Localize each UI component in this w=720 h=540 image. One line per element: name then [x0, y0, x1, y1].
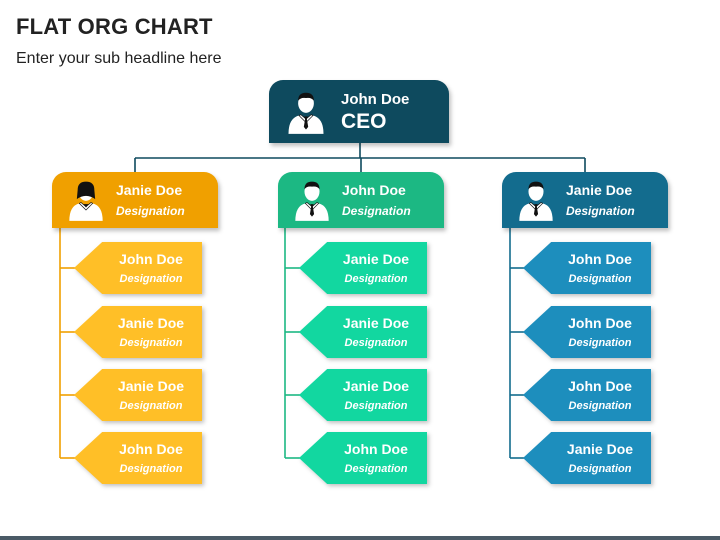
- female-person-icon: [66, 178, 106, 227]
- member-name: Janie Doe: [342, 378, 410, 394]
- ceo-box: John Doe CEO: [269, 80, 449, 143]
- member-designation: Designation: [119, 273, 183, 285]
- member-name: John Doe: [119, 441, 183, 457]
- member-designation: Designation: [119, 337, 183, 349]
- male-person-icon: [292, 178, 332, 227]
- male-person-icon: [285, 90, 327, 139]
- department-head-designation: Designation: [342, 204, 411, 218]
- member-designation: Designation: [344, 273, 408, 285]
- ceo-designation: CEO: [341, 110, 387, 133]
- member-designation: Designation: [119, 400, 183, 412]
- member-name: John Doe: [568, 315, 632, 331]
- member-designation: Designation: [568, 273, 632, 285]
- ceo-name: John Doe: [341, 91, 410, 108]
- bottom-bar: [0, 536, 720, 540]
- member-name: Janie Doe: [117, 315, 185, 331]
- member-designation: Designation: [119, 463, 183, 475]
- department-head-designation: Designation: [116, 204, 185, 218]
- page-subtitle: Enter your sub headline here: [16, 50, 222, 67]
- member-name: John Doe: [568, 251, 632, 267]
- member-designation: Designation: [344, 337, 408, 349]
- member-designation: Designation: [568, 400, 632, 412]
- member-name: Janie Doe: [566, 441, 634, 457]
- member-designation: Designation: [344, 400, 408, 412]
- member-designation: Designation: [568, 337, 632, 349]
- member-name: John Doe: [568, 378, 632, 394]
- department-head-name: Janie Doe: [116, 182, 183, 198]
- member-name: John Doe: [344, 441, 408, 457]
- department-head-name: Janie Doe: [566, 182, 633, 198]
- member-name: John Doe: [119, 251, 183, 267]
- member-name: Janie Doe: [342, 315, 410, 331]
- member-name: Janie Doe: [117, 378, 185, 394]
- department-head-name: John Doe: [342, 182, 406, 198]
- page-title: FLAT ORG CHART: [16, 14, 213, 39]
- member-designation: Designation: [568, 463, 632, 475]
- member-designation: Designation: [344, 463, 408, 475]
- department-head-designation: Designation: [566, 204, 635, 218]
- male-person-icon: [516, 178, 556, 227]
- member-name: Janie Doe: [342, 251, 410, 267]
